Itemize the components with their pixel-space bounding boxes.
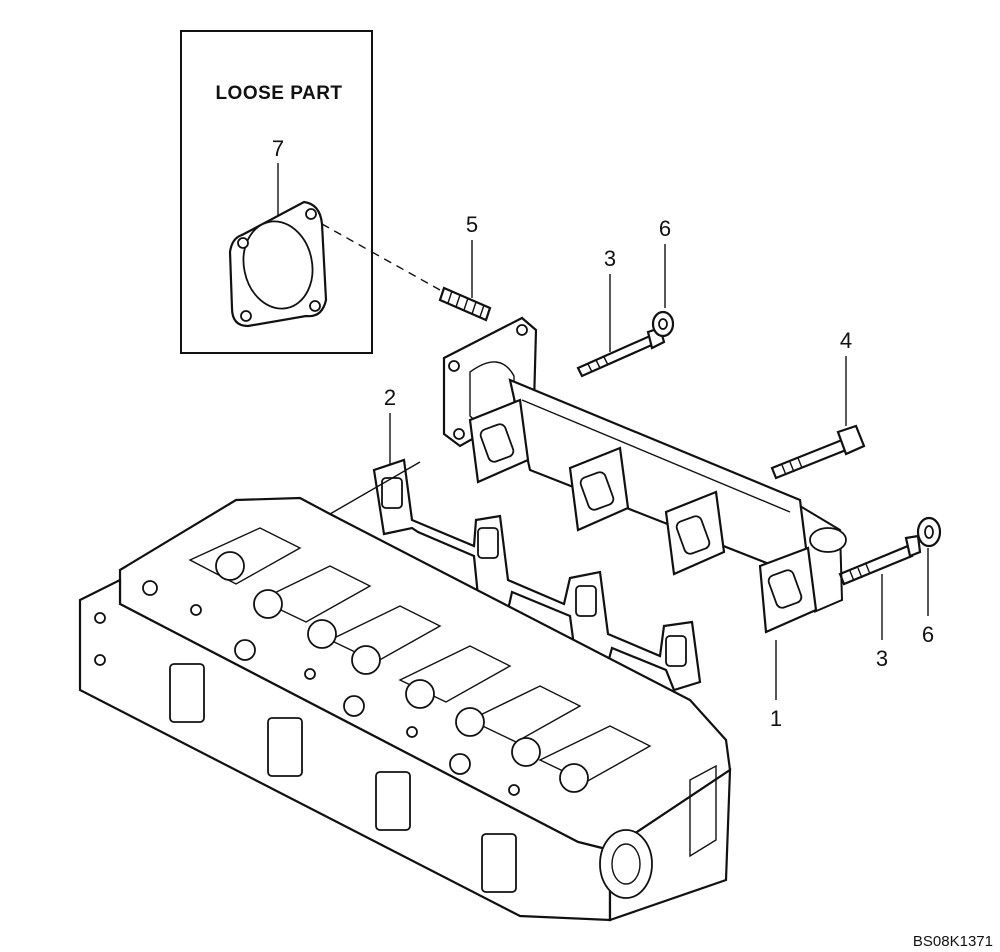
inset-frame <box>180 30 373 354</box>
assembly-line-gasket-7 <box>371 251 441 291</box>
cylinder-head[interactable] <box>78 496 732 922</box>
leader-inset-out <box>321 223 373 253</box>
callout-3-upper[interactable]: 3 <box>604 246 616 271</box>
callout-4[interactable]: 4 <box>840 328 852 353</box>
loose-part-inset: LOOSE PART 7 <box>180 30 373 354</box>
bolt-3-lower[interactable] <box>838 534 922 586</box>
callout-6-upper[interactable]: 6 <box>659 216 671 241</box>
callout-3-lower[interactable]: 3 <box>876 646 888 671</box>
bolt-3-upper[interactable] <box>576 326 666 378</box>
stud-5[interactable] <box>438 286 492 322</box>
assembly-line-gasket-2 <box>329 461 421 515</box>
exhaust-manifold-1[interactable] <box>442 316 847 634</box>
callout-1[interactable]: 1 <box>770 706 782 731</box>
nut-6-upper[interactable] <box>651 310 675 338</box>
callout-5[interactable]: 5 <box>466 212 478 237</box>
inset-title: LOOSE PART <box>215 83 342 104</box>
figure-code: BS08K1371 <box>913 933 993 950</box>
nut-6-lower[interactable] <box>916 516 942 548</box>
callout-6-lower[interactable]: 6 <box>922 622 934 647</box>
long-bolt-4[interactable] <box>770 424 866 480</box>
callout-7[interactable]: 7 <box>272 136 284 161</box>
flange-gasket-7[interactable] <box>228 200 328 328</box>
callout-2[interactable]: 2 <box>384 385 396 410</box>
